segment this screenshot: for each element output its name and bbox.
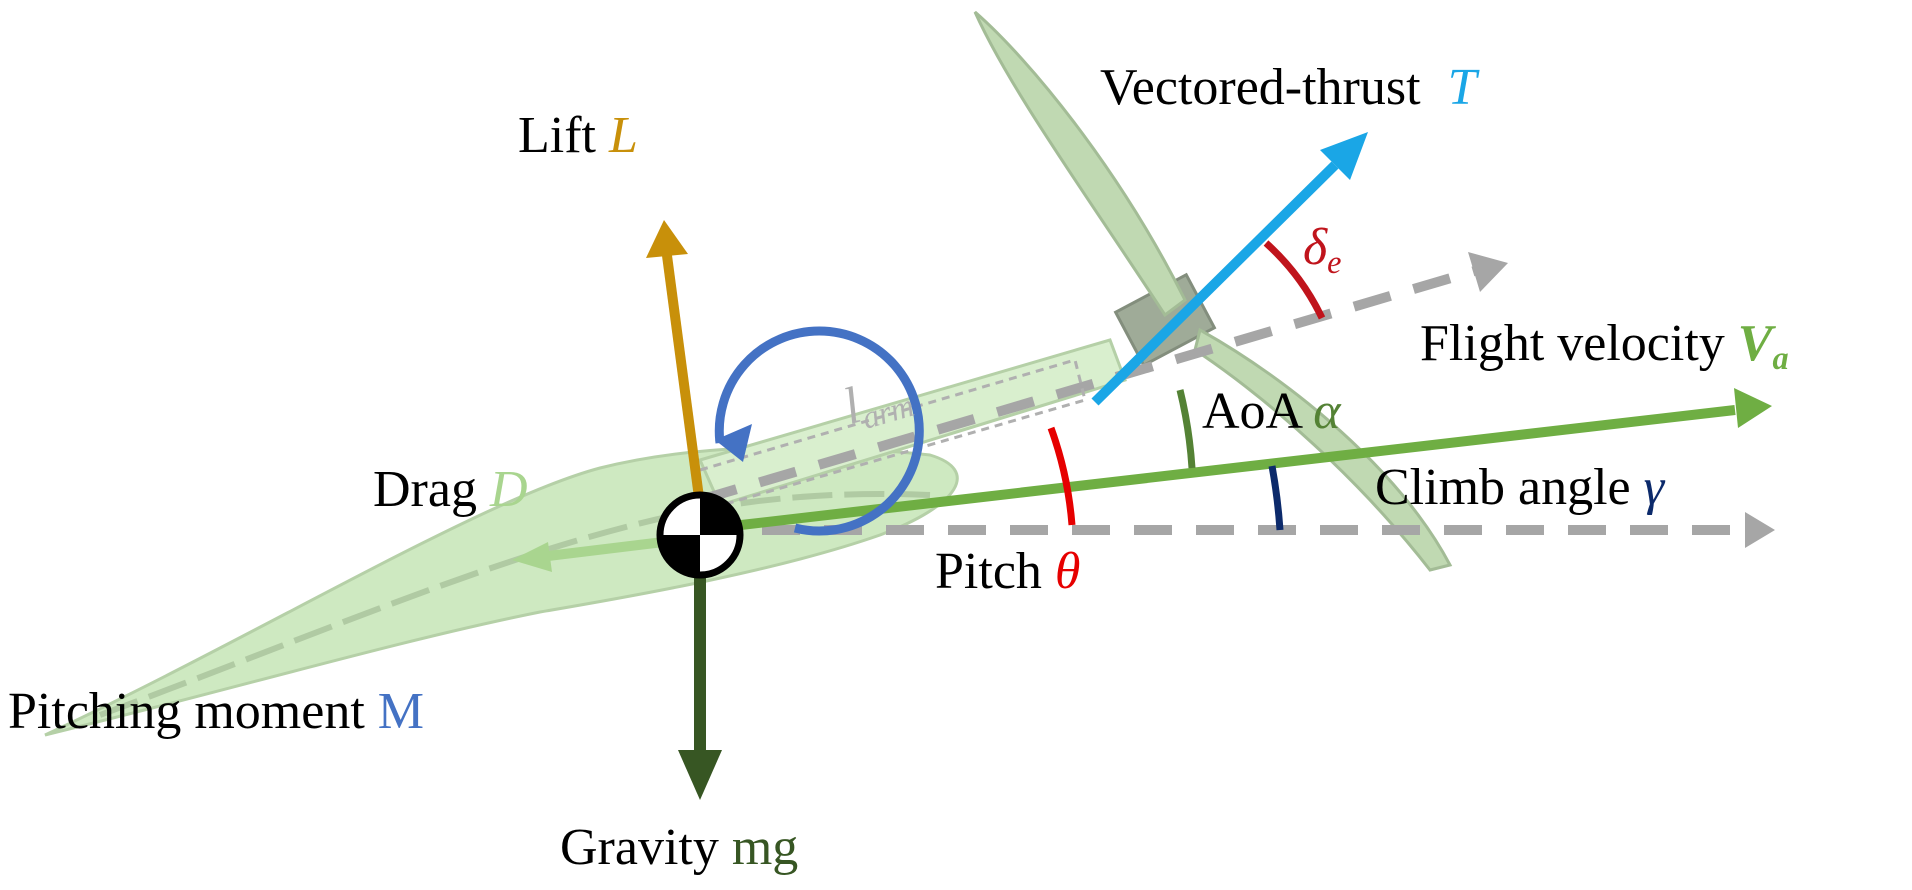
- moment-label: Pitching moment M: [8, 686, 424, 738]
- moment-text: Pitching moment: [8, 683, 365, 740]
- pitch-angle-arc: [1047, 426, 1076, 526]
- gravity-text: Gravity: [560, 819, 719, 876]
- gravity-arrowhead: [678, 750, 722, 800]
- lift-arrowhead: [646, 220, 688, 258]
- angle-arcs: [1047, 240, 1326, 531]
- thrust-angle-label: δe: [1303, 219, 1342, 281]
- lift-label: Lift L: [518, 110, 638, 162]
- horizontal-reference-arrowhead: [1745, 512, 1775, 548]
- moment-symbol: M: [377, 683, 425, 740]
- climb-symbol: γ: [1643, 459, 1665, 516]
- reference-lines: [698, 252, 1775, 548]
- thrust-text: Vectored-thrust: [1100, 59, 1421, 116]
- velocity-arrowhead: [1734, 388, 1772, 428]
- thrust-arrow: [1091, 161, 1339, 406]
- pitch-label: Pitch θ: [935, 546, 1080, 598]
- drag-label: Drag D: [373, 464, 528, 516]
- velocity-subscript: a: [1772, 340, 1789, 377]
- propeller-blade-lower: [1193, 327, 1453, 572]
- velocity-text: Flight velocity: [1420, 315, 1725, 372]
- wing-panel-line: [98, 490, 931, 718]
- pitch-text: Pitch: [935, 543, 1042, 600]
- thrust-arrowhead: [1320, 132, 1368, 180]
- pitching-moment-arrowhead: [715, 424, 752, 462]
- thrust-label: Vectored-thrust T: [1100, 62, 1476, 114]
- cg-marker-icon: [656, 491, 744, 579]
- thrust-angle-subscript: e: [1327, 244, 1342, 281]
- climb-angle-arc: [1268, 465, 1284, 531]
- pitch-symbol: θ: [1054, 543, 1081, 600]
- drag-symbol: D: [489, 461, 528, 518]
- arm-length-bracket: [699, 358, 1087, 512]
- propeller-blade-upper: [973, 10, 1187, 318]
- pitching-moment-arc: [714, 326, 924, 536]
- gravity-label: Gravity mg: [560, 822, 798, 874]
- body-axis-line: [698, 265, 1480, 505]
- climb-text: Climb angle: [1375, 459, 1631, 516]
- body-axis-arrowhead: [1468, 252, 1508, 292]
- thrust-symbol: T: [1447, 59, 1477, 116]
- aoa-text: AoA: [1202, 383, 1301, 440]
- aoa-label: AoA α: [1202, 386, 1341, 438]
- gravity-symbol: mg: [731, 819, 799, 876]
- thrust-angle-arc: [1263, 240, 1326, 320]
- aircraft-silhouette: [44, 10, 1453, 737]
- aoa-angle-arc: [1176, 389, 1196, 469]
- velocity-symbol: V: [1737, 315, 1773, 372]
- lift-symbol: L: [608, 107, 638, 164]
- pitching-moment: [714, 326, 924, 536]
- velocity-label: Flight velocity Va: [1420, 315, 1789, 377]
- climb-label: Climb angle γ: [1375, 462, 1664, 514]
- drag-arrowhead: [512, 542, 552, 572]
- aoa-symbol: α: [1313, 383, 1341, 440]
- motor-arm: [697, 338, 1127, 507]
- drag-text: Drag: [373, 461, 477, 518]
- lift-arrow: [661, 247, 705, 506]
- thrust-angle-symbol: δ: [1303, 219, 1328, 276]
- lift-text: Lift: [518, 107, 596, 164]
